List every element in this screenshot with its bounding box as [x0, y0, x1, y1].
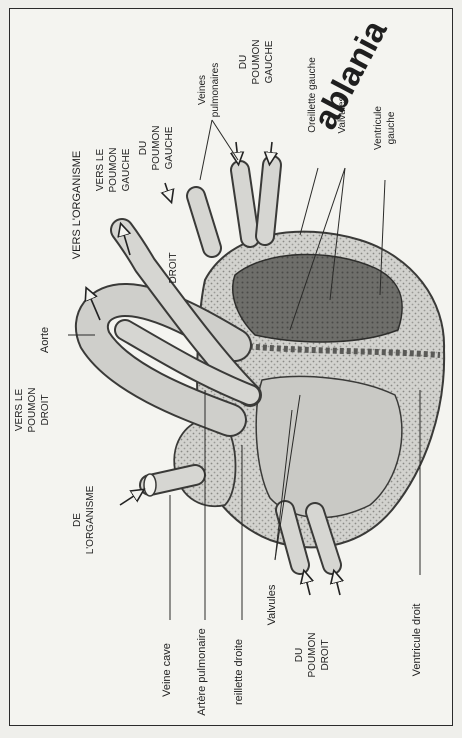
label-aorte: Aorte	[39, 327, 51, 353]
label-veine-cave: Veine cave	[161, 643, 173, 697]
arrow-from-right-lung-2	[335, 575, 340, 595]
label-du-poumon-gauche-2: DU POUMON GAUCHE	[238, 40, 275, 85]
label-ventricule-droit: Ventricule droit	[411, 604, 423, 677]
label-vers-poumon-gauche: VERS LE POUMON GAUCHE	[95, 148, 132, 193]
svg-text:L'ORGANISME: L'ORGANISME	[85, 485, 96, 554]
svg-text:DROIT: DROIT	[40, 394, 51, 425]
svg-text:POUMON: POUMON	[108, 148, 119, 193]
label-oreillette-droite: reillette droite	[233, 639, 245, 705]
svg-text:POUMON: POUMON	[251, 40, 262, 85]
label-valvules-bottom: Valvules	[266, 584, 278, 625]
svg-text:VERS LE: VERS LE	[95, 149, 106, 192]
svg-text:Ventricule: Ventricule	[373, 106, 384, 150]
label-artere-pulmonaire: Artère pulmonaire	[196, 628, 208, 715]
svg-text:DU: DU	[238, 55, 249, 69]
label-de-organisme: DE L'ORGANISME	[72, 485, 96, 554]
svg-text:POUMON: POUMON	[27, 388, 38, 433]
svg-text:DU: DU	[138, 141, 149, 155]
label-ventricule-gauche: Ventricule gauche	[373, 106, 397, 150]
svg-text:POUMON: POUMON	[307, 633, 318, 678]
svg-text:POUMON: POUMON	[151, 126, 162, 171]
svg-text:VERS LE: VERS LE	[14, 389, 25, 432]
arrow-from-right-lung-1	[305, 575, 310, 595]
label-du-poumon-gauche-1: DU POUMON GAUCHE	[138, 126, 175, 171]
svg-text:DROIT: DROIT	[320, 639, 331, 670]
arrow-from-organism	[120, 492, 140, 505]
label-du-poumon-droit: DU POUMON DROIT	[294, 633, 331, 678]
svg-text:GAUCHE: GAUCHE	[264, 40, 275, 83]
label-droit-inner: DROIT	[168, 252, 179, 283]
svg-text:pulmonaires: pulmonaires	[210, 63, 221, 117]
svg-text:DU: DU	[294, 648, 305, 662]
svg-text:GAUCHE: GAUCHE	[121, 148, 132, 191]
svg-text:GAUCHE: GAUCHE	[164, 126, 175, 169]
svg-text:Veines: Veines	[197, 75, 208, 105]
arrow-from-left-lung-1	[165, 183, 170, 198]
label-vers-poumon-droit: VERS LE POUMON DROIT	[14, 388, 51, 433]
svg-text:gauche: gauche	[386, 111, 397, 144]
svg-text:DE: DE	[72, 513, 83, 527]
label-vers-organisme: VERS L'ORGANISME	[71, 151, 83, 259]
label-veines-pulmonaires: Veines pulmonaires	[197, 63, 221, 117]
